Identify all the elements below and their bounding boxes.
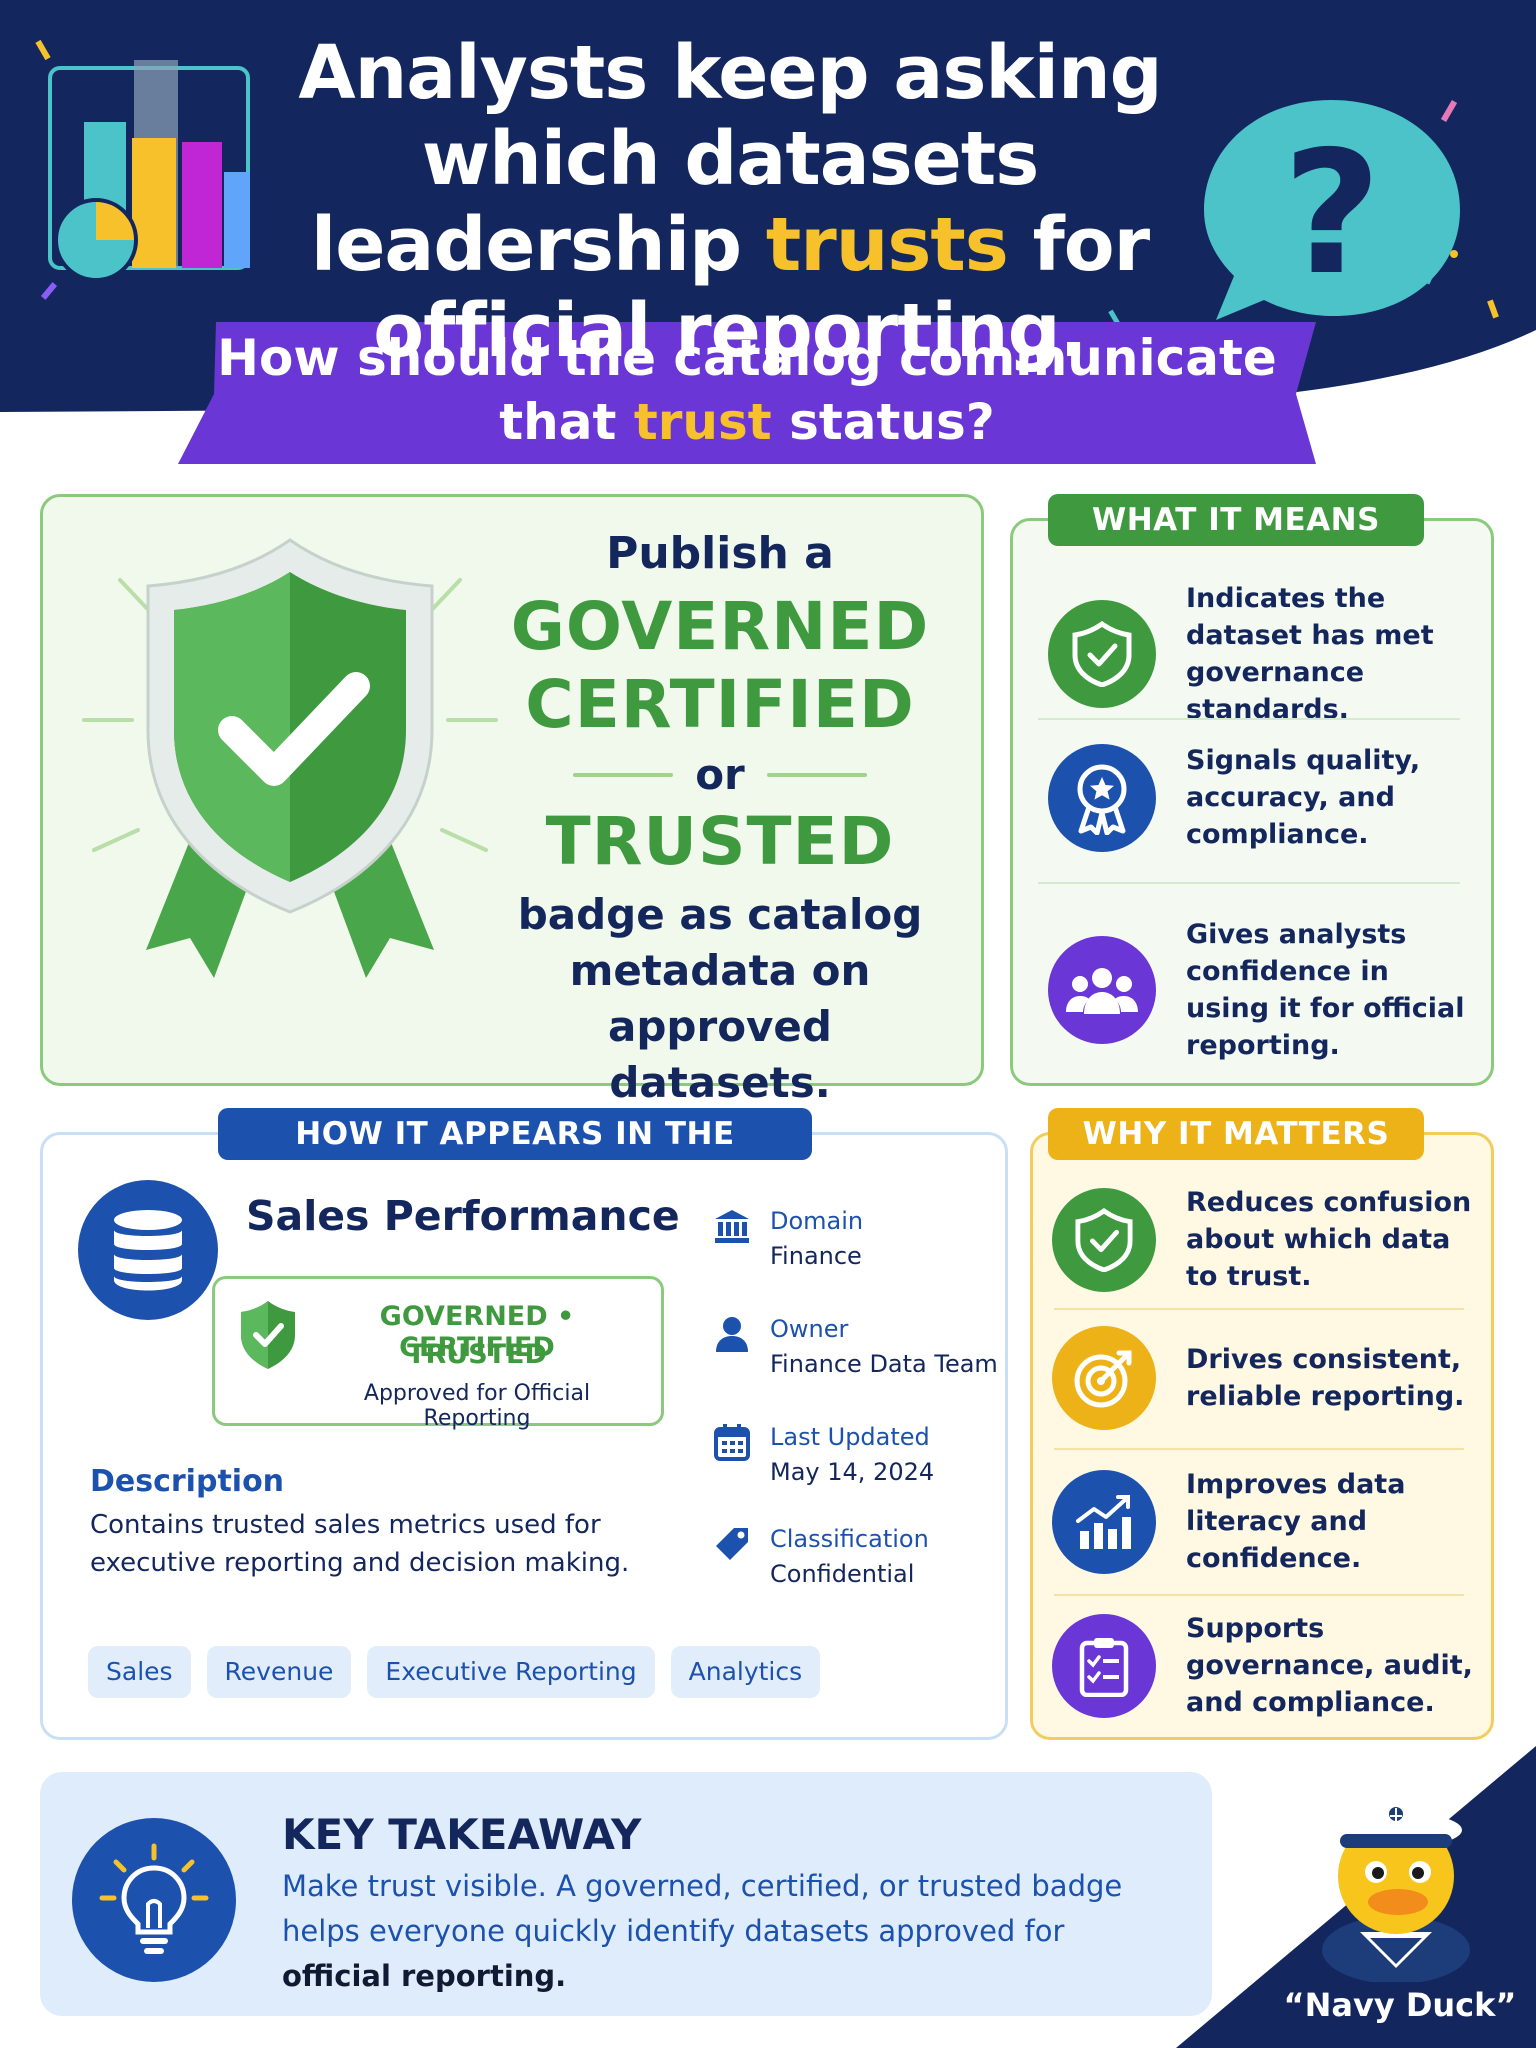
- bar-chart-icon: [48, 60, 250, 282]
- dataset-title[interactable]: Sales Performance: [246, 1192, 680, 1240]
- takeaway-emphasis: official reporting.: [282, 1959, 567, 1993]
- meta-label: Last Updated: [770, 1423, 930, 1451]
- description-label: Description: [90, 1464, 285, 1499]
- meta-value: Finance: [770, 1242, 862, 1270]
- meta-label: Domain: [770, 1207, 864, 1235]
- lightbulb-icon: [72, 1818, 236, 1982]
- navy-duck-mascot-icon: [1322, 1806, 1470, 1982]
- meta-value: May 14, 2024: [770, 1458, 935, 1486]
- growth-chart-icon: [1052, 1469, 1156, 1574]
- divider: [1038, 718, 1460, 720]
- tag-revenue[interactable]: Revenue: [206, 1646, 352, 1698]
- takeaway-text: Make trust visible. A governed, certifie…: [282, 1869, 1123, 1993]
- matters-item-text: Reduces confusion about which data to tr…: [1186, 1187, 1472, 1292]
- tag-executive-reporting[interactable]: Executive Reporting: [367, 1646, 655, 1698]
- why-it-matters-title: WHY IT MATTERS: [1048, 1108, 1424, 1160]
- shield-check-badge-icon: [82, 538, 498, 978]
- publish-statement: Publish a GOVERNED CERTIFIED or TRUSTED …: [500, 520, 940, 1111]
- matters-item: Improves data literacy and confidence.: [1052, 1466, 1476, 1577]
- meta-label: Classification: [770, 1525, 929, 1553]
- badge-approval-note: Approved for Official Reporting: [363, 1381, 591, 1431]
- mascot-label: “Navy Duck”: [1283, 1986, 1517, 2024]
- badge-trusted: TRUSTED: [545, 803, 895, 880]
- what-it-means-title: WHAT IT MEANS: [1048, 494, 1424, 546]
- badge-governed: GOVERNED: [510, 588, 930, 665]
- question-banner: How should the catalog communicate that …: [217, 329, 1277, 451]
- header-background: [0, 0, 1536, 464]
- tag-analytics[interactable]: Analytics: [670, 1646, 821, 1698]
- catalog-section-title: HOW IT APPEARS IN THE CATALOG: [218, 1108, 812, 1204]
- bank-icon: [715, 1210, 749, 1243]
- svg-text:?: ?: [1283, 115, 1382, 313]
- matters-item-text: Supports governance, audit, and complian…: [1186, 1613, 1473, 1718]
- shield-check-icon: [241, 1301, 295, 1369]
- divider: [1054, 1448, 1464, 1450]
- publish-description: badge as catalog metadata on approved da…: [517, 890, 923, 1107]
- tag-list: Sales Revenue Executive Reporting Analyt…: [88, 1646, 821, 1698]
- divider: [1054, 1594, 1464, 1596]
- award-ribbon-icon: [1048, 743, 1156, 852]
- means-item-text: Signals quality, accuracy, and complianc…: [1186, 745, 1421, 850]
- calendar-icon: [714, 1424, 750, 1461]
- user-icon: [716, 1317, 748, 1352]
- users-group-icon: [1048, 936, 1156, 1044]
- tag-icon: [716, 1528, 748, 1560]
- shield-check-icon: [1052, 1187, 1156, 1292]
- divider: [1054, 1308, 1464, 1310]
- means-item: Signals quality, accuracy, and complianc…: [1048, 742, 1476, 853]
- means-item: Indicates the dataset has met governance…: [1048, 580, 1476, 728]
- question-bubble-icon: ?: [1204, 100, 1460, 320]
- clipboard-checklist-icon: [1052, 1613, 1156, 1718]
- question-highlight: trust: [633, 393, 772, 451]
- divider: [1038, 882, 1460, 884]
- badge-line-governed-certified: GOVERNED • CERTIFIED: [379, 1301, 575, 1363]
- publish-intro: Publish a: [606, 528, 834, 579]
- means-item-text: Gives analysts confidence in using it fo…: [1186, 919, 1465, 1061]
- matters-item: Drives consistent, reliable reporting.: [1052, 1326, 1476, 1430]
- matters-item: Supports governance, audit, and complian…: [1052, 1610, 1476, 1721]
- takeaway-title: KEY TAKEAWAY: [282, 1810, 642, 1859]
- matters-item-text: Drives consistent, reliable reporting.: [1186, 1344, 1465, 1412]
- meta-label: Owner: [770, 1315, 849, 1343]
- headline-highlight: trusts: [765, 202, 1009, 288]
- meta-value: Confidential: [770, 1560, 915, 1588]
- badge-line-trusted: TRUSTED: [407, 1339, 547, 1370]
- description-text: Contains trusted sales metrics used for …: [90, 1510, 630, 1578]
- matters-item: Reduces confusion about which data to tr…: [1052, 1184, 1476, 1295]
- target-icon: [1052, 1326, 1156, 1430]
- badge-certified: CERTIFIED: [525, 666, 915, 743]
- matters-item-text: Improves data literacy and confidence.: [1186, 1469, 1406, 1574]
- database-icon: [78, 1180, 218, 1320]
- trust-badge: GOVERNED • CERTIFIED TRUSTED Approved fo…: [212, 1276, 664, 1431]
- or-divider: or: [500, 750, 940, 799]
- means-item-text: Indicates the dataset has met governance…: [1186, 583, 1434, 725]
- headline: Analysts keep asking which datasets lead…: [298, 30, 1162, 374]
- shield-check-icon: [1048, 600, 1156, 708]
- means-item: Gives analysts confidence in using it fo…: [1048, 916, 1476, 1064]
- tag-sales[interactable]: Sales: [88, 1646, 191, 1698]
- meta-value: Finance Data Team: [770, 1350, 998, 1378]
